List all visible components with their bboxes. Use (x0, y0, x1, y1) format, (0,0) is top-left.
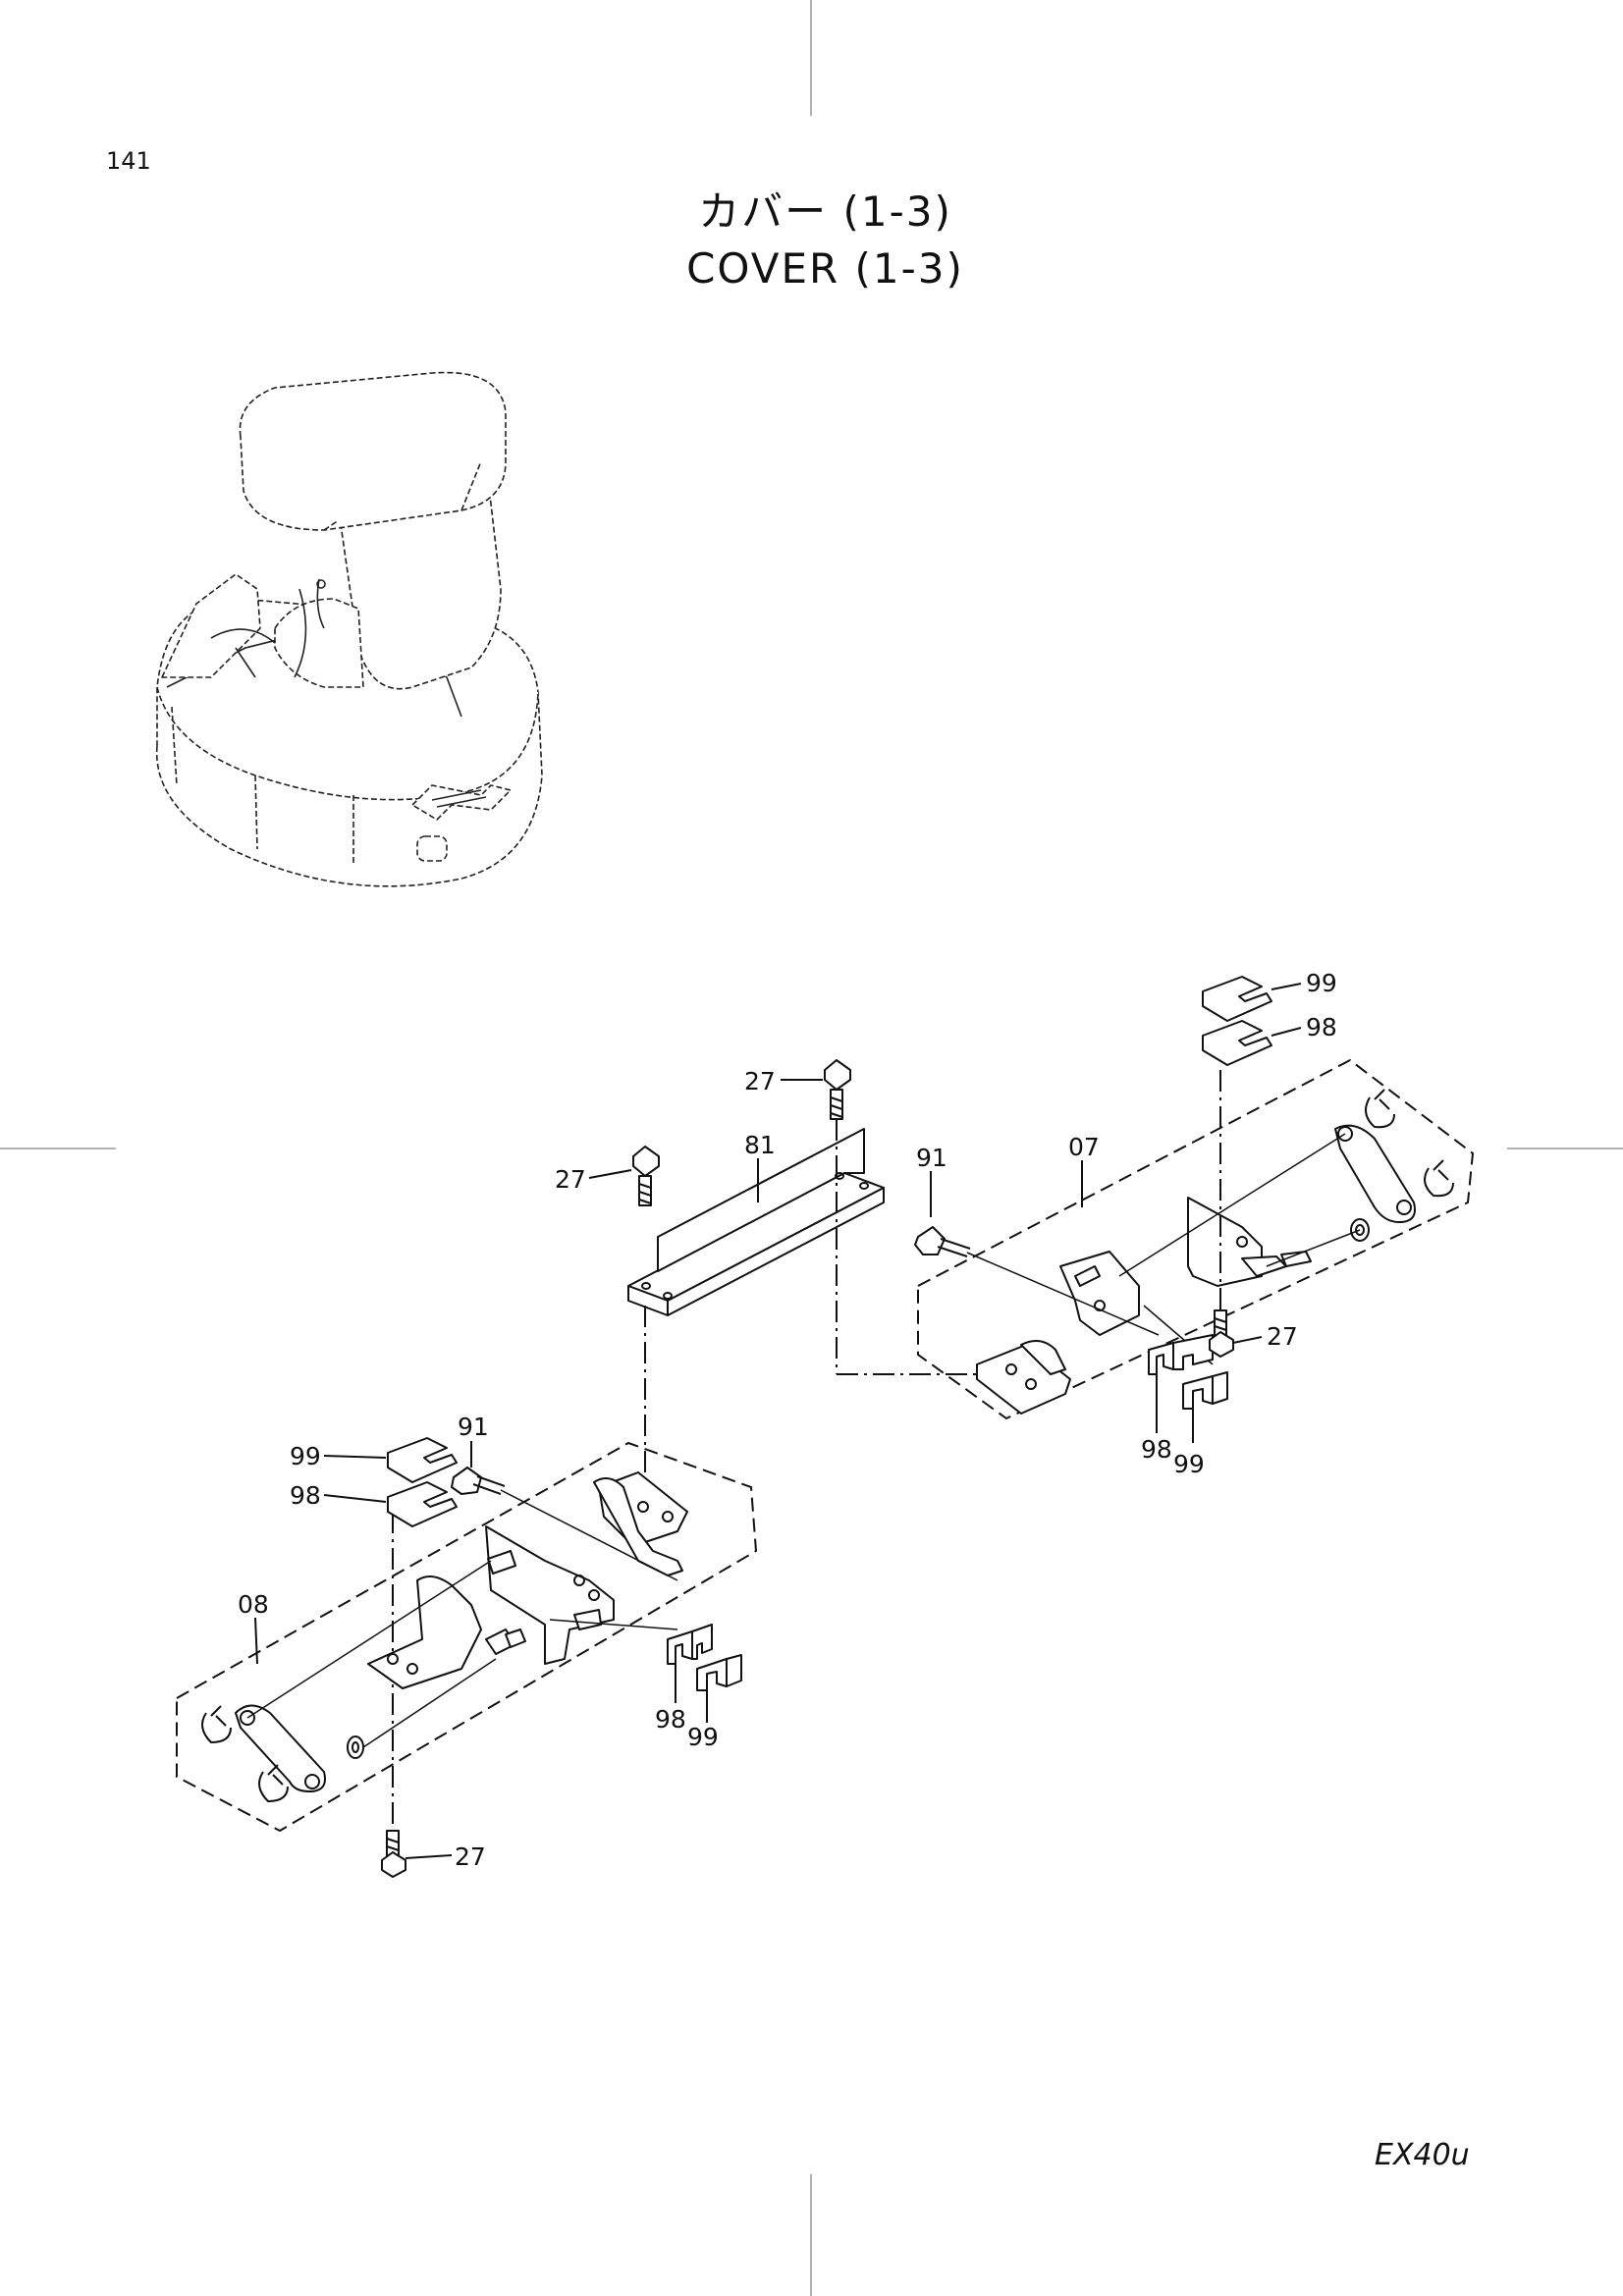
callout-99-left: 99 (290, 1442, 321, 1470)
assembly-07 (914, 1058, 1475, 1420)
bolt-27-right (1209, 1309, 1234, 1358)
callout-27-right: 27 (1267, 1322, 1298, 1351)
model-label: EX40u (1375, 2138, 1470, 2172)
callout-08: 08 (238, 1590, 269, 1619)
callout-81: 81 (744, 1131, 776, 1159)
page-number: 141 (106, 147, 151, 175)
callout-98-top: 98 (1306, 1013, 1337, 1041)
page-title-japanese: カバー (1-3) (698, 187, 952, 236)
leader-lines (254, 983, 1302, 1859)
machine-overview-illustration (155, 371, 543, 887)
callout-27-bottom: 27 (455, 1842, 486, 1871)
callout-labels: 27 27 81 91 07 99 98 27 98 99 91 99 98 0… (238, 969, 1337, 1871)
bolt-27-bottom (381, 1830, 406, 1878)
callout-27-top: 27 (744, 1067, 776, 1095)
callout-98-right: 98 (1141, 1435, 1172, 1464)
callout-99-right: 99 (1173, 1450, 1205, 1478)
shims-left (387, 1437, 458, 1527)
page-title-english: COVER (1-3) (686, 244, 964, 293)
callout-91-upper: 91 (916, 1144, 947, 1172)
assembly-08 (176, 1441, 758, 1833)
callout-98-left: 98 (290, 1481, 321, 1510)
shims-top-right (1202, 976, 1272, 1066)
callout-91-lower: 91 (458, 1413, 489, 1441)
callout-27-left: 27 (555, 1165, 586, 1194)
bolts-27-upper (632, 1059, 851, 1206)
shims-lower (667, 1624, 742, 1691)
callout-98-bottom: 98 (655, 1705, 686, 1734)
channel-bracket-81 (627, 1128, 885, 1316)
callout-07: 07 (1068, 1133, 1100, 1161)
shims-right (1148, 1334, 1228, 1410)
callout-99-bottom: 99 (687, 1723, 719, 1751)
callout-99-top: 99 (1306, 969, 1337, 997)
